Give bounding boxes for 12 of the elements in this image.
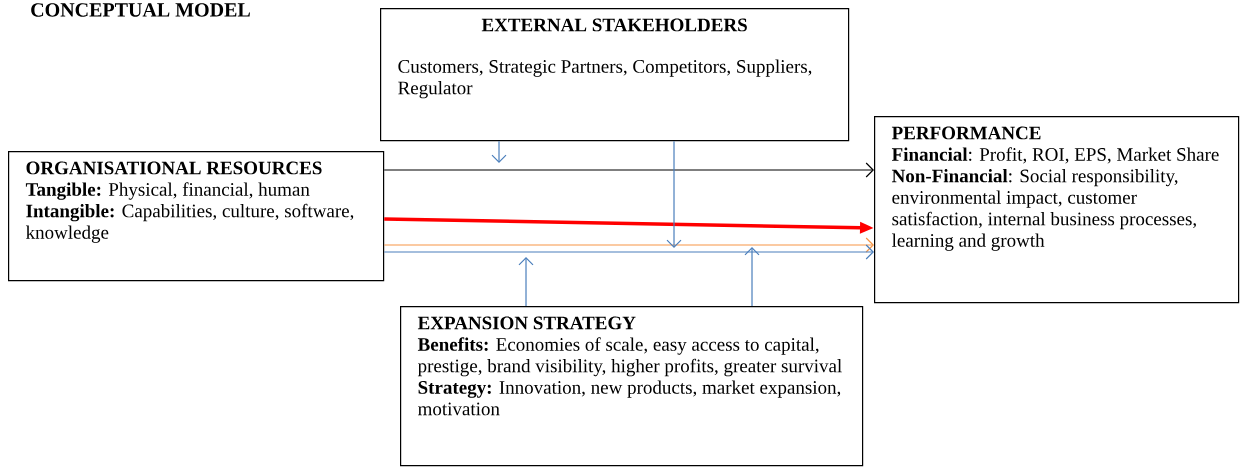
concept-box: EXTERNAL STAKEHOLDERS Customers, Strategic Partners, Competitors, Suppliers, Regulator [380,8,850,142]
title: CONCEPTUAL MODEL [31,3,250,17]
concept-box: EXPANSION STRATEGY Benefits: Economies of scale, easy access to capital, prestige, brand visibility, higher profits, greater survival Strategy: Innovation, new products, market expansion, motivation [400,306,864,467]
arrow [383,244,874,260]
arrow [383,237,874,253]
arrow [518,257,534,307]
concept-box: ORGANISATIONAL RESOURCES Tangible: Physical, financial, human Intangible: Capabilities, culture, software, knowledge [8,151,385,282]
concept-box: PERFORMANCE Financial: Profit, ROI, EPS, Market Share Non-Financial: Social responsibility, environmental impact, customer satisfaction, internal business processes, learning and growth [874,116,1240,304]
arrow [666,140,682,248]
arrow [383,162,874,178]
arrow [491,140,507,163]
arrow [744,247,760,307]
